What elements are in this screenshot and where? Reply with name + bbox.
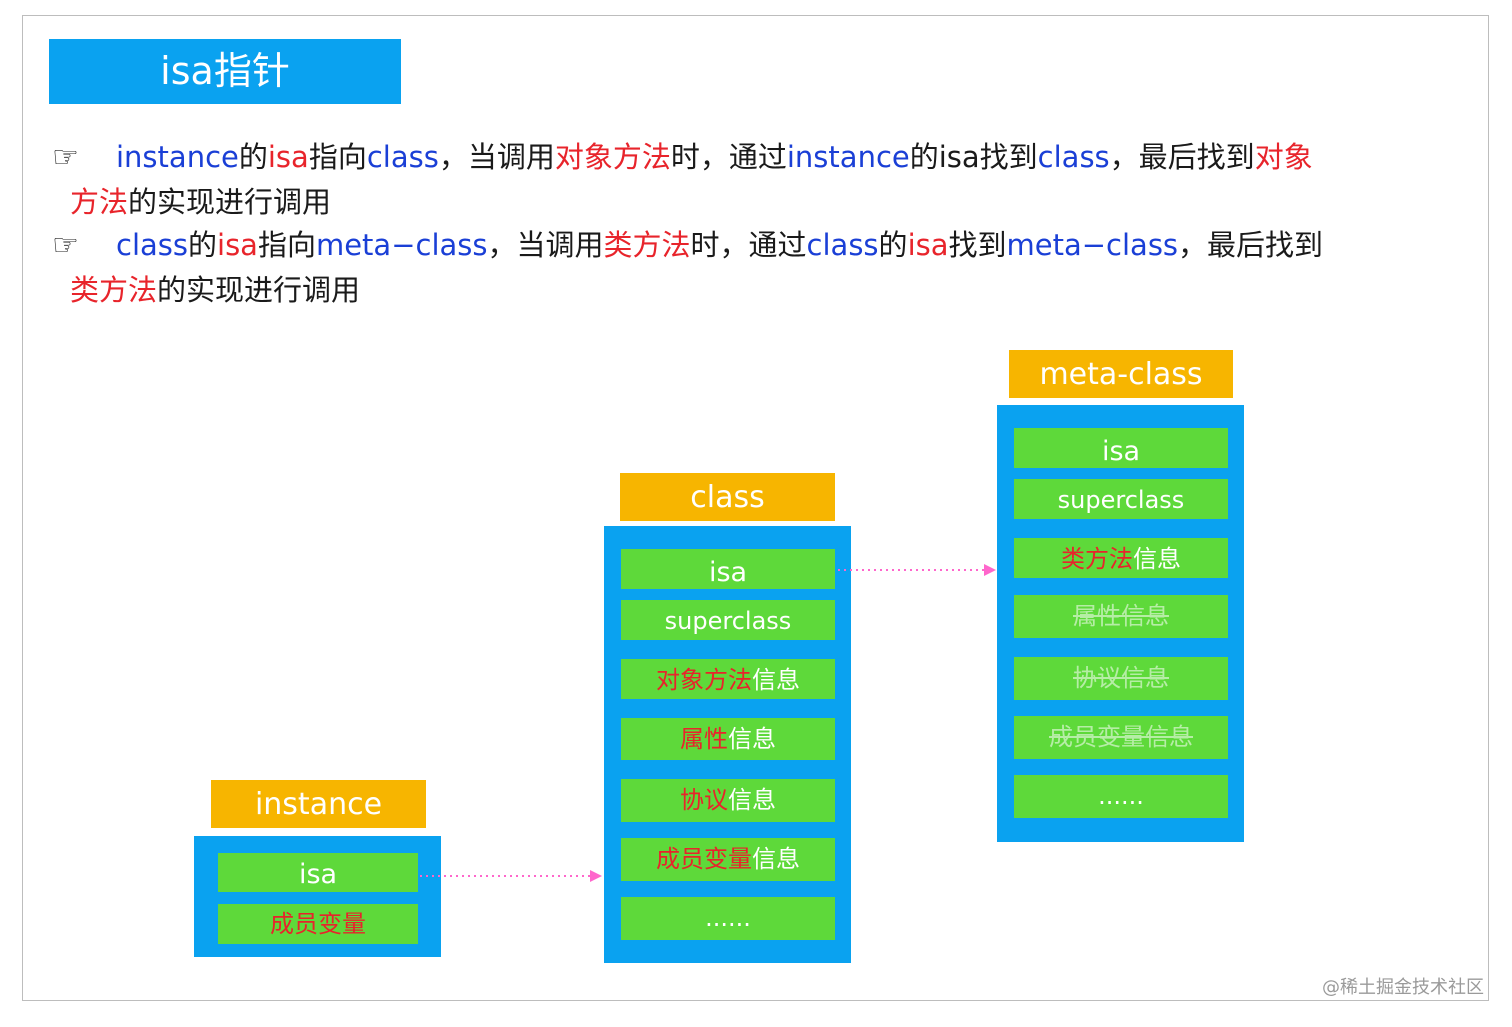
class-superclass-field: superclass [621,600,835,640]
class-to-meta-class-arrow [838,564,996,576]
meta-ivars-field: 成员变量信息 [1014,716,1228,759]
instance-ivars-text: 成员变量 [270,910,366,938]
bullet-text-run: class [1037,140,1110,174]
bullet-text-run: 对象方法 [554,140,671,174]
class-isa-field: isa [621,549,835,589]
watermark: @稀土掘金技术社区 [1322,977,1484,998]
meta-props-struck-text: 属性信息 [1073,602,1169,630]
meta-class-label: meta-class [1009,350,1233,398]
bullet-text-run: isa [217,228,258,262]
bullet-text-run: isa [267,140,309,174]
bullet-1-line-1: instance的isa指向class，当调用对象方法时，通过instance的… [116,140,1313,174]
bullet-2-line-1: class的isa指向meta−class，当调用类方法时，通过class的is… [116,228,1323,262]
bullet-text-run: ，最后找到 [1178,228,1324,262]
slide-title: isa指针 [49,39,401,104]
class-protocols-field: 协议信息 [621,779,835,822]
bullet-text-run: 的实现进行调用 [128,185,332,219]
class-methods-red: 对象方法 [656,666,752,694]
bullet-text-run: 指向 [257,228,316,262]
meta-props-field: 属性信息 [1014,595,1228,638]
pointing-hand-icon: ☞ [52,140,79,175]
bullet-text-run: 的 [238,140,268,174]
bullet-text-run: class [116,228,188,262]
bullet-text-run: class [806,228,879,262]
class-box: isa superclass 对象方法信息 属性信息 协议信息 成员变量信息 .… [604,526,851,963]
bullet-2-line-2: 类方法的实现进行调用 [52,268,1412,312]
bullet-1-line-2: 方法的实现进行调用 [52,180,1412,224]
bullet-text-run: meta−class [315,228,488,262]
meta-class-box: isa superclass 类方法信息 属性信息 协议信息 成员变量信息 ..… [997,405,1244,842]
bullet-text-run: 类方法 [70,273,158,307]
bullet-text-run: instance [786,140,910,174]
pointing-hand-icon: ☞ [52,228,79,263]
class-ivars-red: 成员变量 [656,845,752,873]
bullet-text-run: 的 [878,228,908,262]
bullet-text-run: ，当调用 [438,140,555,174]
bullet-text-run: meta−class [1006,228,1179,262]
instance-to-class-arrow [420,870,602,882]
class-protocols-white: 信息 [728,786,776,814]
meta-protocols-field: 协议信息 [1014,657,1228,700]
bullet-text-run: 方法 [70,185,129,219]
bullet-text-run: isa [907,228,949,262]
class-protocols-red: 协议 [680,786,728,814]
instance-label: instance [211,780,426,828]
bullet-1: ☞instance的isa指向class，当调用对象方法时，通过instance… [52,135,1412,224]
class-methods-field: 对象方法信息 [621,659,835,699]
bullet-text-run: 对象 [1254,140,1313,174]
bullet-text-run: 的实现进行调用 [157,273,361,307]
bullet-text-run: ，最后找到 [1109,140,1255,174]
class-props-field: 属性信息 [621,718,835,760]
meta-superclass-field: superclass [1014,479,1228,519]
class-props-red: 属性 [680,725,728,753]
bullet-text-run: class [366,140,439,174]
meta-protocols-struck-text: 协议信息 [1073,664,1169,692]
class-props-white: 信息 [728,725,776,753]
meta-methods-red: 类方法 [1061,545,1133,573]
meta-methods-white: 信息 [1133,545,1181,573]
bullet-text-run: 类方法 [603,228,691,262]
class-label: class [620,473,835,521]
bullet-text-run: 的 [188,228,218,262]
meta-methods-field: 类方法信息 [1014,538,1228,578]
bullet-text-run: ，当调用 [487,228,604,262]
class-more-field: ...... [621,897,835,940]
bullet-text-run: instance [116,140,239,174]
instance-isa-field: isa [218,853,418,892]
class-methods-white: 信息 [752,666,800,694]
meta-isa-field: isa [1014,428,1228,468]
instance-box: isa 成员变量 [194,836,441,957]
bullet-text-run: 找到 [948,228,1007,262]
instance-ivars-field: 成员变量 [218,904,418,944]
bullet-text-run: 的isa找到 [909,140,1038,174]
class-ivars-white: 信息 [752,845,800,873]
bullet-text-run: 指向 [308,140,367,174]
bullet-text-run: 时，通过 [670,140,787,174]
slide-frame [22,15,1489,1001]
meta-ivars-struck-text: 成员变量信息 [1049,723,1193,751]
meta-more-field: ...... [1014,775,1228,818]
class-ivars-field: 成员变量信息 [621,838,835,881]
bullet-2: ☞class的isa指向meta−class，当调用类方法时，通过class的i… [52,223,1412,312]
bullet-text-run: 时，通过 [690,228,807,262]
